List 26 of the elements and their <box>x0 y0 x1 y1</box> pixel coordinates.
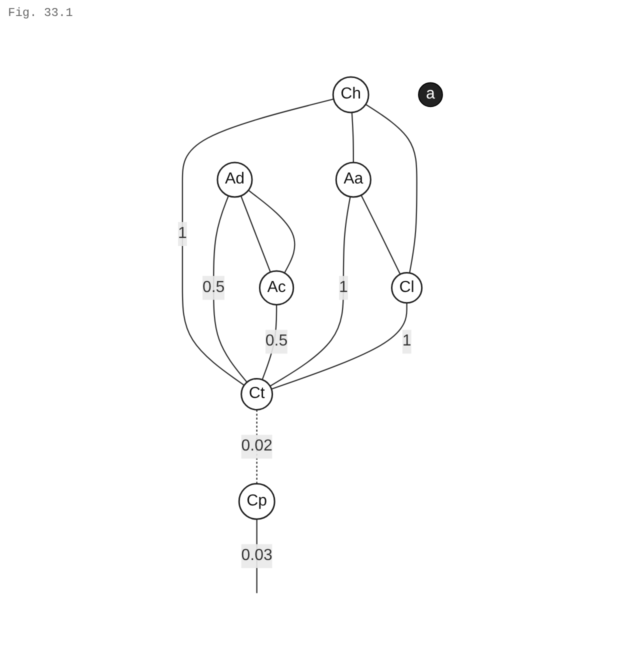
connector <box>248 190 296 274</box>
connector <box>360 194 401 274</box>
connector <box>271 302 408 390</box>
edge-label: 0.5 <box>265 332 288 350</box>
node-circle: Cp <box>238 482 276 520</box>
connector <box>212 196 248 383</box>
connector <box>182 98 334 386</box>
edge-label: 0.03 <box>241 547 272 564</box>
node-circle: Ch <box>332 76 370 114</box>
node-circle: Cl <box>390 272 422 304</box>
node-circle: Ac <box>258 270 294 306</box>
node-circle: Ad <box>216 162 253 198</box>
node-circle: Ct <box>240 378 273 410</box>
connector <box>351 112 354 162</box>
connector <box>365 104 418 274</box>
edge-label: 0.02 <box>241 438 272 455</box>
connector <box>270 196 351 387</box>
figure-title: Fig. 33.1 <box>8 6 73 20</box>
edge-label: 1 <box>178 224 187 242</box>
connector <box>240 196 271 272</box>
connector <box>261 304 277 380</box>
edge-label: 1 <box>402 332 412 350</box>
node-circle: a <box>418 82 443 108</box>
node-circle: Aa <box>335 162 372 198</box>
edge-label: 0.5 <box>202 278 224 296</box>
edge-label: 1 <box>338 278 348 296</box>
